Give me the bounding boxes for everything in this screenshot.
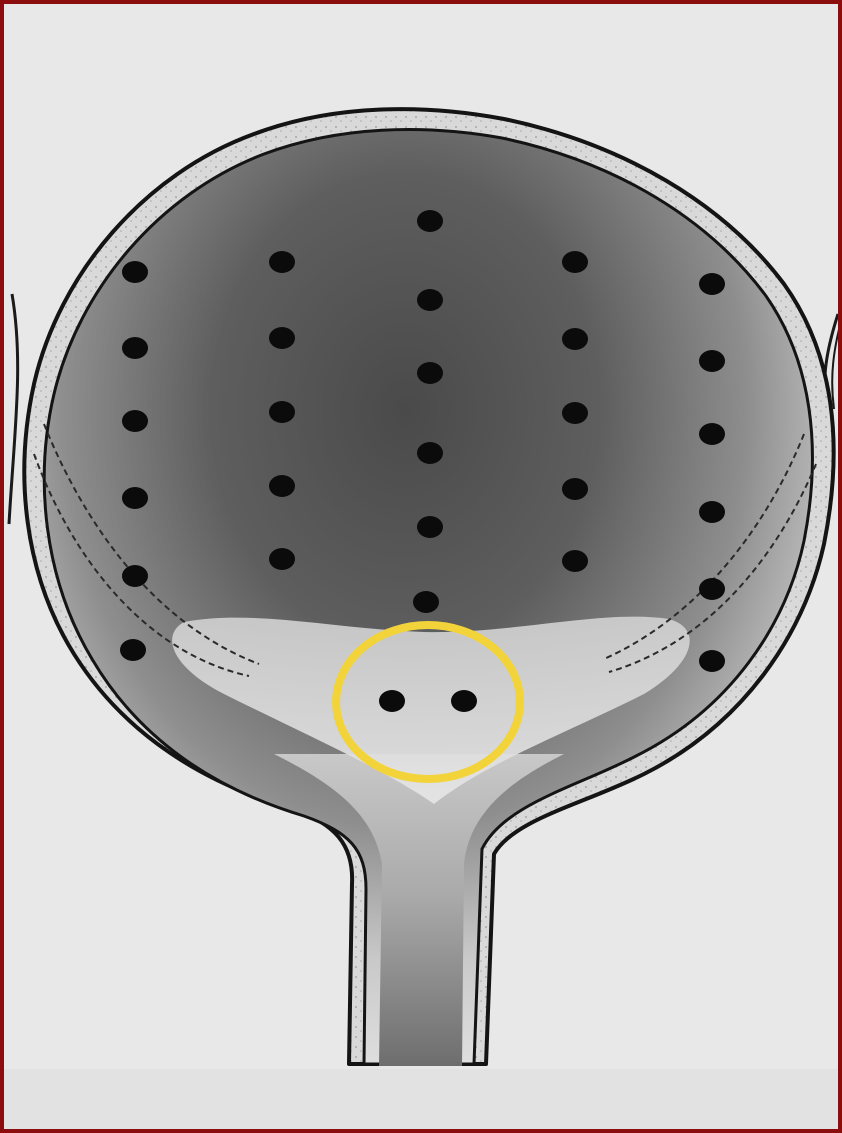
dome-dot-right-3 [562,402,588,424]
dome-dot-left-1 [269,251,295,273]
trigone-dot-1 [379,690,405,712]
dome-dot-center-4 [417,442,443,464]
dome-dot-center-5 [417,516,443,538]
dome-dot-right-5 [562,550,588,572]
dome-dot-center-1 [417,210,443,232]
dome-dot-right-1 [562,251,588,273]
dome-dot-left-2 [269,327,295,349]
dome-dot-far-right-5 [699,578,725,600]
dome-dot-far-left-5 [122,565,148,587]
dome-dot-center-6 [413,591,439,613]
dome-dot-right-2 [562,328,588,350]
dome-dot-far-right-1 [699,273,725,295]
dome-dot-far-left-4 [122,487,148,509]
dome-dot-far-right-4 [699,501,725,523]
dome-dot-right-4 [562,478,588,500]
dome-dot-left-4 [269,475,295,497]
dome-dot-left-3 [269,401,295,423]
dome-dot-left-5 [269,548,295,570]
dome-dot-far-right-6 [699,650,725,672]
dome-dot-far-right-2 [699,350,725,372]
dome-dot-far-left-6 [120,639,146,661]
dome-dot-far-left-2 [122,337,148,359]
dome-dot-far-left-1 [122,261,148,283]
bladder-illustration [4,4,842,1133]
dome-dot-center-2 [417,289,443,311]
dome-dot-far-left-3 [122,410,148,432]
trigone-dot-2 [451,690,477,712]
dome-dot-far-right-3 [699,423,725,445]
bottom-band [4,1069,842,1133]
dome-dot-center-3 [417,362,443,384]
